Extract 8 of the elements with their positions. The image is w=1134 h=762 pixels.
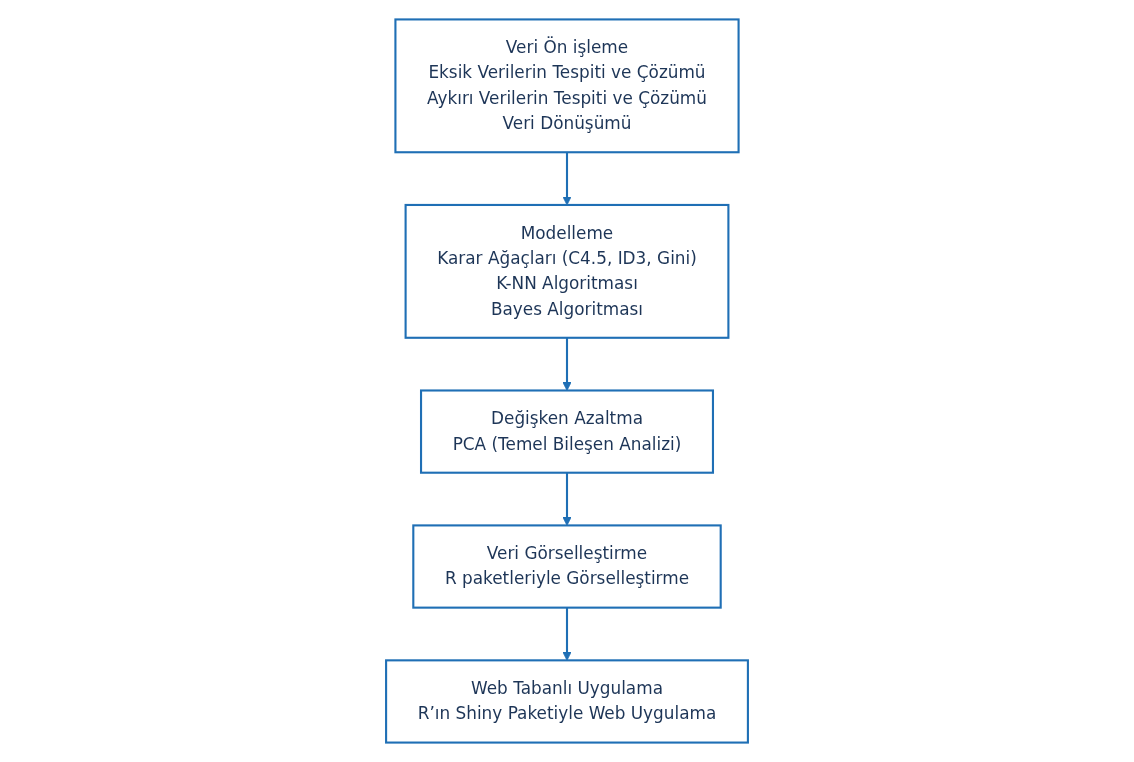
node-box: Veri Görselleştirme R paketleriyle Görselleştirme	[412, 524, 722, 609]
arrow	[562, 472, 572, 526]
node-box: Modelleme Karar Ağaçları (C4.5, ID3, Gini) K-NN Algoritması Bayes Algoritması	[404, 203, 730, 339]
node-box: Veri Ön işleme Eksik Verilerin Tespiti ve Çözümü Aykırı Verilerin Tespiti ve Çözümü Veri Dönüşümü	[394, 18, 740, 154]
node-box: Web Tabanlı Uygulama R’ın Shiny Paketiyle Web Uygulama	[385, 659, 749, 744]
arrow	[562, 607, 572, 661]
node-box: Değişken Azaltma PCA (Temel Bileşen Analizi)	[420, 389, 714, 474]
arrow	[562, 337, 572, 391]
